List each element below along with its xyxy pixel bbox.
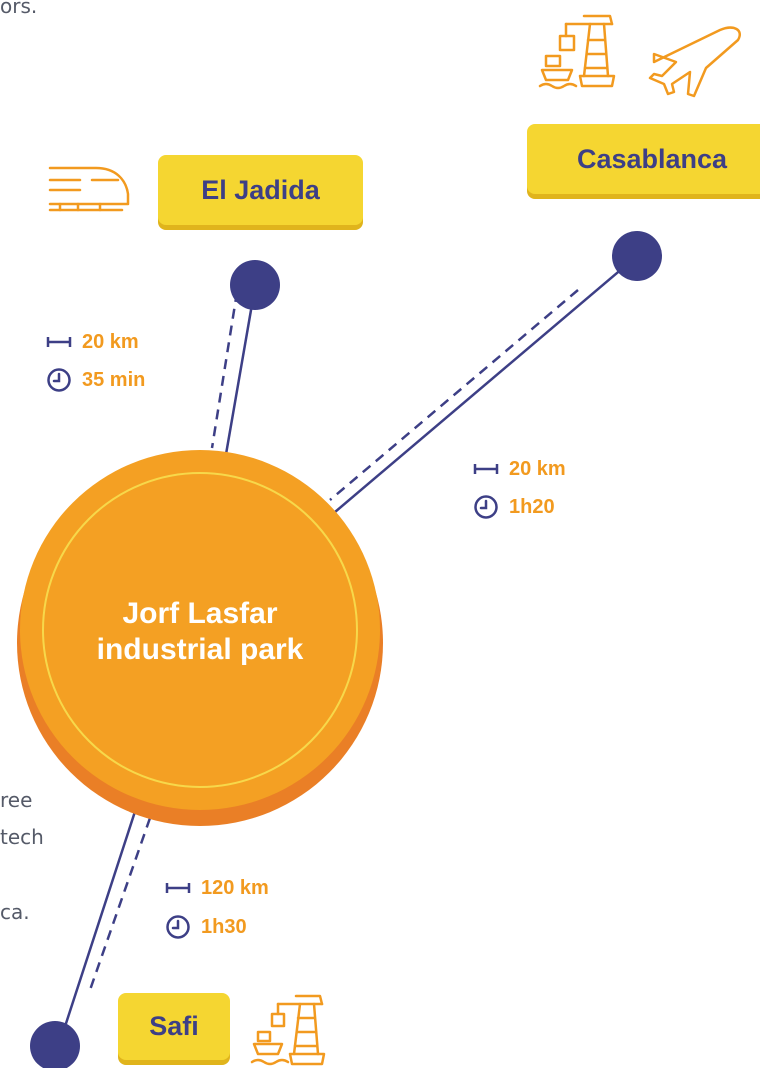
airplane-icon (648, 26, 741, 98)
port-crane-icon (538, 14, 616, 90)
text-fragment-3: ca. (0, 900, 30, 924)
city-label-casablanca: Casablanca (527, 124, 760, 194)
route-line-safi (56, 789, 144, 1049)
clock-icon (166, 915, 190, 939)
port-crane-icon-safi (250, 994, 326, 1066)
clock-icon (47, 368, 71, 392)
distance-value-casablanca: 20 km (509, 457, 566, 480)
distance-ruler-icon (165, 883, 191, 893)
city-name-casablanca: Casablanca (576, 143, 728, 174)
dashed-line-el-jadida (210, 291, 239, 449)
distance-casablanca: 20 km (473, 456, 566, 482)
city-name-safi: Safi (149, 1011, 199, 1041)
time-value-safi: 1h30 (201, 915, 247, 938)
node-safi (30, 1021, 80, 1068)
time-value-el-jadida: 35 min (82, 368, 146, 391)
text-fragment-top: ors. (0, 0, 38, 18)
node-el-jadida (230, 260, 280, 310)
city-label-safi: Safi (118, 993, 230, 1060)
distance-ruler-icon (473, 464, 499, 474)
dashed-line-safi (88, 817, 152, 991)
time-casablanca: 1h20 (473, 494, 555, 520)
hub-label: Jorf Lasfar industrial park (60, 596, 340, 668)
time-value-casablanca: 1h20 (509, 495, 555, 518)
train-icon (48, 166, 130, 212)
hub-label-line2: industrial park (96, 633, 304, 666)
node-casablanca (612, 231, 662, 281)
route-line-casablanca (334, 255, 638, 513)
distance-value-el-jadida: 20 km (82, 330, 139, 353)
distance-safi: 120 km (165, 875, 269, 901)
clock-icon (474, 495, 498, 519)
time-safi: 1h30 (165, 914, 247, 940)
distance-ruler-icon (46, 337, 72, 347)
text-fragment-2: tech (0, 825, 44, 849)
city-name-el-jadida: El Jadida (201, 174, 320, 205)
time-el-jadida: 35 min (46, 367, 145, 393)
dashed-line-casablanca (329, 289, 579, 501)
distance-el-jadida: 20 km (46, 329, 139, 355)
city-label-el-jadida: El Jadida (158, 155, 363, 225)
text-fragment-1: ree (0, 788, 33, 812)
route-line-el-jadida (223, 286, 257, 461)
hub-label-line1: Jorf Lasfar (122, 597, 278, 630)
hub-circle (17, 450, 383, 826)
distance-value-safi: 120 km (201, 876, 269, 899)
